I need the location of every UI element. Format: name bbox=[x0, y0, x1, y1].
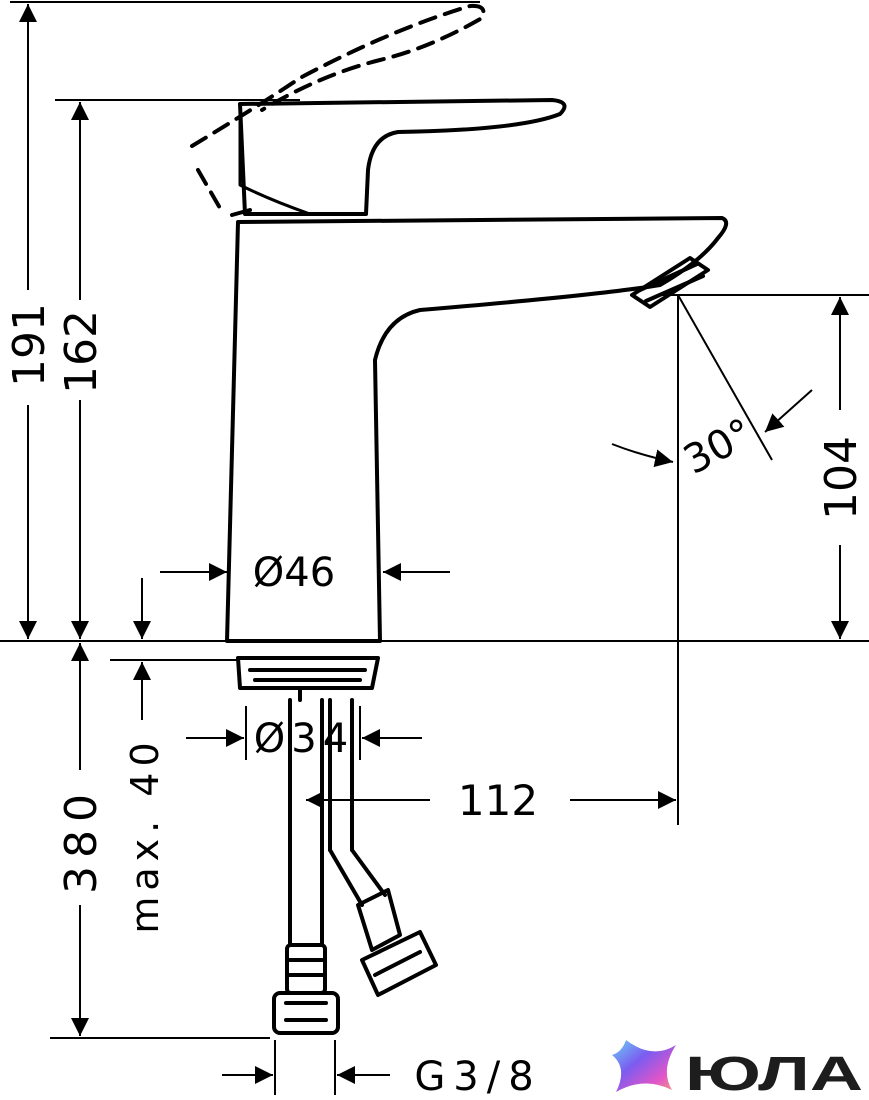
lever-side bbox=[238, 102, 312, 216]
aerator bbox=[630, 256, 710, 309]
label-30-degrees: 30° bbox=[676, 410, 760, 484]
dim-30-right bbox=[764, 389, 813, 433]
label-diameter-46: Ø46 bbox=[253, 550, 335, 596]
label-191: 191 bbox=[4, 303, 55, 387]
faucet bbox=[190, 3, 729, 1035]
handle-open-stem bbox=[196, 168, 226, 217]
faucet-body bbox=[225, 216, 729, 643]
handle-open-base bbox=[230, 208, 252, 217]
logo-mark-icon bbox=[612, 1040, 676, 1092]
dim-30-left bbox=[611, 443, 674, 468]
dimension-lines bbox=[19, 4, 849, 1084]
right-hose bbox=[328, 698, 438, 997]
label-diameter-34: Ø34 bbox=[254, 716, 354, 762]
label-max40: max. 40 bbox=[123, 736, 167, 933]
logo-text: ЮЛА bbox=[685, 1048, 863, 1100]
left-hose bbox=[272, 698, 340, 1035]
label-g38: G3/8 bbox=[414, 1054, 541, 1100]
lever-handle bbox=[238, 98, 567, 216]
label-162: 162 bbox=[56, 310, 107, 394]
brand-logo: ЮЛА bbox=[612, 1040, 863, 1100]
label-112: 112 bbox=[458, 776, 538, 825]
dimension-labels: 191 162 104 380 max. 40 Ø46 Ø34 112 G3/8… bbox=[4, 303, 867, 1100]
mounting-shank bbox=[236, 656, 380, 702]
label-104: 104 bbox=[816, 436, 867, 520]
spout-angle-line bbox=[677, 294, 773, 461]
label-380: 380 bbox=[56, 786, 107, 894]
handle-open-position bbox=[190, 3, 486, 148]
